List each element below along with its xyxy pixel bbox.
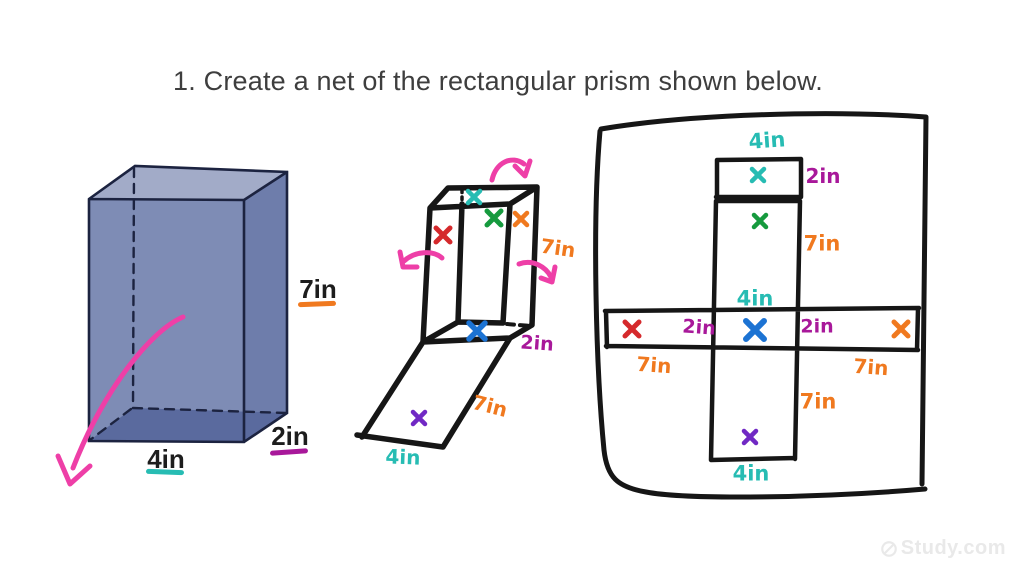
- page-title: 1. Create a net of the rectangular prism…: [173, 66, 823, 96]
- unfold-arrow-prism-head: [55, 453, 93, 487]
- unfold-arrow-top: [489, 157, 527, 183]
- prism-front-face: [89, 199, 244, 442]
- study-logo-icon: [880, 540, 897, 557]
- unfold-arrow-prism: [70, 314, 186, 471]
- net-figure: [593, 111, 929, 500]
- net-strip-left-height-label: 7in: [635, 351, 673, 379]
- prism-hidden-edges: [88, 166, 288, 442]
- watermark-text: Study.com: [900, 537, 1006, 559]
- net-front-width-label: 4in: [732, 461, 770, 486]
- x-mark-blue-unfold: [466, 320, 488, 342]
- x-mark-green-unfold: [484, 208, 504, 228]
- x-mark-teal-unfold: [465, 188, 483, 206]
- x-mark-green-net: [751, 212, 769, 230]
- x-mark-red-net: [622, 319, 642, 339]
- net-front-height-label: 7in: [799, 389, 837, 414]
- prism-height-label: 7in: [299, 274, 337, 304]
- unfold-depth-label: 2in: [519, 331, 555, 356]
- unfold-arrow-left: [401, 250, 445, 264]
- net-back-height-label: 7in: [803, 231, 841, 256]
- prism-side-face: [244, 172, 287, 442]
- x-mark-orange-unfold: [512, 210, 530, 228]
- unfold-figure: [354, 157, 558, 450]
- unfold-box-outline: [354, 184, 540, 450]
- prism-top-face: [89, 166, 287, 200]
- unfold-arrow-right-head: [538, 264, 558, 285]
- x-mark-purple-unfold: [410, 409, 428, 427]
- prism-bottom-face: [89, 408, 287, 442]
- net-strip-right-depth-label: 2in: [800, 315, 834, 338]
- unfold-arrow-left-head: [397, 249, 420, 270]
- net-top-depth-label: 2in: [805, 164, 841, 188]
- prism-width-label: 4in: [147, 444, 185, 474]
- unfold-arrow-right: [516, 260, 554, 280]
- net-top-width-label: 4in: [747, 127, 787, 154]
- net-back-width-label: 4in: [736, 286, 774, 311]
- x-mark-teal-net: [749, 166, 767, 184]
- unfold-arrow-top-head: [512, 158, 533, 179]
- net-grid-lines: [602, 156, 922, 463]
- x-mark-purple-net: [741, 428, 759, 446]
- watermark: Study.com: [880, 537, 1006, 560]
- x-mark-red-unfold: [433, 225, 453, 245]
- unfold-height-label: 7in: [538, 233, 578, 263]
- x-mark-blue-net: [743, 318, 767, 342]
- prism-depth-label: 2in: [271, 421, 309, 451]
- net-border: [593, 111, 929, 500]
- net-strip-left-depth-label: 2in: [681, 315, 717, 340]
- prism-figure: [55, 164, 289, 487]
- unfold-box-hidden-edge: [505, 322, 533, 328]
- net-strip-right-height-label: 7in: [852, 353, 890, 381]
- unfold-flap-width-label: 4in: [385, 444, 421, 470]
- x-mark-orange-net: [891, 319, 911, 339]
